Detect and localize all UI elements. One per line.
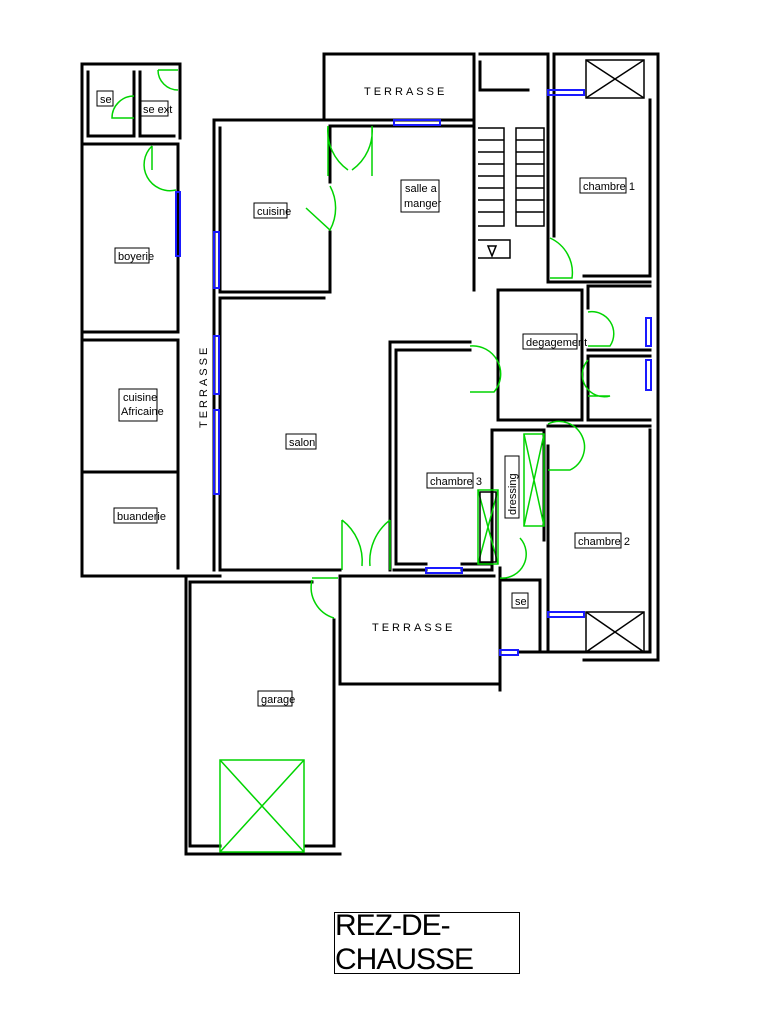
svg-text:chambre 1: chambre 1 [583, 181, 635, 193]
label-chambre-1: chambre 1 [579, 177, 635, 194]
label-degagement: degagement [522, 333, 587, 350]
room-labels: se se ext boyerie cuisine Africaine buan… [96, 86, 635, 707]
windows [175, 89, 652, 656]
shaft-boxes [479, 59, 645, 653]
svg-text:chambre 2: chambre 2 [578, 536, 630, 548]
svg-text:dressing: dressing [507, 473, 519, 515]
svg-text:salon: salon [289, 437, 315, 449]
label-garage: garage [257, 690, 295, 707]
label-buanderie: buanderie [113, 507, 166, 524]
svg-text:Africaine: Africaine [121, 406, 164, 418]
svg-text:degagement: degagement [526, 337, 587, 349]
label-salle-a-manger: salle a manger [400, 179, 442, 213]
svg-text:garage: garage [261, 694, 295, 706]
plan-title: REZ-DE-CHAUSSE [334, 909, 520, 976]
label-terrasse-bottom: TERRASSE [372, 622, 455, 634]
svg-text:se: se [100, 94, 112, 106]
label-terrasse-left: TERRASSE [198, 345, 210, 428]
svg-text:buanderie: buanderie [117, 511, 166, 523]
staircase [478, 127, 545, 259]
label-se-ext: se ext [140, 100, 172, 117]
label-dressing: dressing [504, 455, 520, 519]
svg-text:se ext: se ext [143, 104, 172, 116]
label-boyerie: boyerie [114, 247, 154, 264]
label-cuisine: cuisine [253, 202, 291, 219]
label-se-2: se [511, 592, 529, 609]
label-chambre-2: chambre 2 [574, 532, 630, 549]
svg-text:se: se [515, 596, 527, 608]
svg-text:chambre 3: chambre 3 [430, 476, 482, 488]
label-cuisine-africaine: cuisine Africaine [118, 388, 164, 422]
doors [111, 69, 615, 853]
svg-text:manger: manger [404, 198, 442, 210]
label-salon: salon [285, 433, 317, 450]
svg-text:cuisine: cuisine [123, 392, 157, 404]
svg-text:boyerie: boyerie [118, 251, 154, 263]
label-terrasse-top: TERRASSE [364, 86, 447, 98]
label-chambre-3: chambre 3 [426, 472, 482, 489]
svg-text:salle a: salle a [405, 183, 438, 195]
svg-text:cuisine: cuisine [257, 206, 291, 218]
walls [80, 52, 660, 856]
label-se: se [96, 90, 114, 107]
